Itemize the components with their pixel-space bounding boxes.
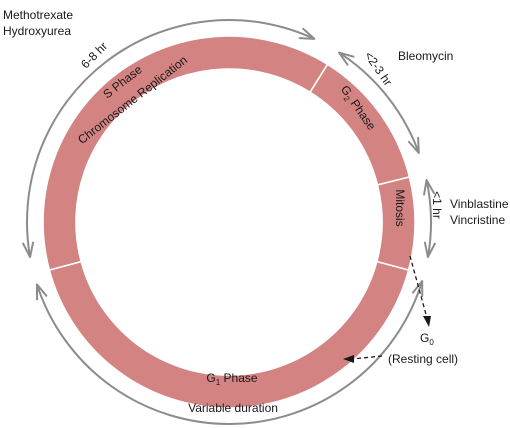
mitosis-duration-arrow [423, 179, 436, 259]
drug-vinblastine: Vinblastine [450, 197, 509, 211]
g1-phase-label: G1 Phase [206, 371, 257, 387]
g0-resting-label: (Resting cell) [388, 352, 458, 366]
mitosis-duration: <1 hr [430, 191, 444, 219]
ring-segment-g1-phase [48, 260, 410, 409]
cell-cycle-ring [42, 35, 416, 409]
mitosis-label: Mitosis [393, 189, 407, 226]
drug-bleomycin: Bleomycin [398, 49, 453, 63]
g2-phase-duration: <2-3 hr [362, 49, 395, 88]
g0-label: G0 [420, 331, 434, 347]
s-phase-duration-arrow [22, 19, 316, 259]
drug-vincristine: Vincristine [450, 213, 505, 227]
ring-segment-s-phase [42, 35, 329, 272]
phase-duration-arrows [22, 19, 436, 425]
g2-phase-duration-arrow [338, 51, 420, 154]
g1-phase-duration-arrow [35, 280, 424, 425]
g1-phase-duration: Variable duration [188, 401, 278, 415]
drug-methotrexate: Methotrexate [3, 8, 73, 22]
drug-hydroxyurea: Hydroxyurea [3, 24, 71, 38]
g0-exit-arrow [409, 255, 431, 327]
g0-return-arrow [343, 355, 383, 363]
s-phase-duration: 6-8 hr [78, 39, 110, 71]
ring-segment-g2-phase [308, 63, 411, 186]
